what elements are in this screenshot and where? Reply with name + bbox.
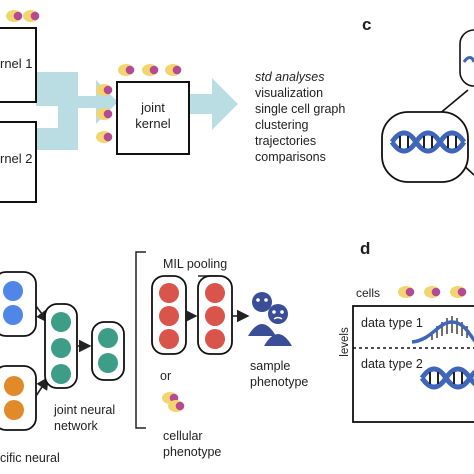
cellular-phenotype-1: cellular [163,429,203,443]
red-node [205,283,225,303]
dna-fragment-icon [462,56,474,63]
analysis-item: trajectories [255,134,316,148]
cell-icon [118,64,135,76]
cell-icon [450,286,467,298]
sample-phenotype-1: sample [250,359,290,373]
panel-a: rnel 1 rnel 2 joint kernel std analyses … [0,10,345,203]
cells-label: cells [356,286,380,300]
orange-node [4,376,24,396]
teal-node [51,312,71,332]
teal-node [51,338,71,358]
blue-node [3,305,23,325]
teal-node [51,364,71,384]
or-label: or [160,369,171,383]
red-node [205,329,225,349]
levels-box [352,305,474,423]
panel-d-label: d [360,239,370,258]
joint-nn-label-1: joint neural [53,403,115,417]
density-curve-icon [411,316,474,344]
kernel-2-label: rnel 2 [0,151,33,166]
levels-label: levels [339,327,351,357]
specific-nn-label: cific neural [0,451,60,465]
analysis-item: comparisons [255,150,326,164]
red-node [205,306,225,326]
kernel-1-box [0,27,37,103]
blue-module [0,271,37,337]
output-arrow [190,78,238,130]
data-type-1-label: data type 1 [361,316,423,330]
people-icon [248,292,292,346]
kernel-1-label: rnel 1 [0,56,33,71]
panel-c: c [362,15,474,183]
cell-icon [23,10,40,22]
blue-node [3,281,23,301]
cellular-phenotype-2: phenotype [163,445,221,459]
cell-icon [165,64,182,76]
joint-kernel-box [116,81,190,155]
cell-icon [142,64,159,76]
analysis-item: clustering [255,118,309,132]
data-type-2-label: data type 2 [361,357,423,371]
merge-arrow [36,72,96,150]
panel-b: MIL pooling sample phenotype or cellular… [0,251,308,465]
cell-icon [96,131,113,143]
bracket [135,251,146,429]
kernel-2-box [0,121,37,203]
red-node [159,306,179,326]
cell-icon [168,400,185,412]
panel-d: d cells levels data type 1 data type 2 [339,239,474,423]
orange-module [0,365,37,431]
cell-icon [424,286,441,298]
joint-kernel-label-2: kernel [135,116,171,131]
std-analyses-title: std analyses [255,70,324,84]
joint-nn-label-2: network [54,419,99,433]
teal-node [98,353,118,373]
cell-icon [398,286,415,298]
teal-node [98,328,118,348]
analysis-item: single cell graph [255,102,345,116]
cell-icon [6,10,23,22]
sample-phenotype-2: phenotype [250,375,308,389]
mil-pooling-label: MIL pooling [163,257,227,271]
red-node [159,283,179,303]
red-node [159,329,179,349]
panel-c-label: c [362,15,371,34]
orange-node [4,400,24,420]
analysis-item: visualization [255,86,323,100]
joint-kernel-label-1: joint [140,100,165,115]
